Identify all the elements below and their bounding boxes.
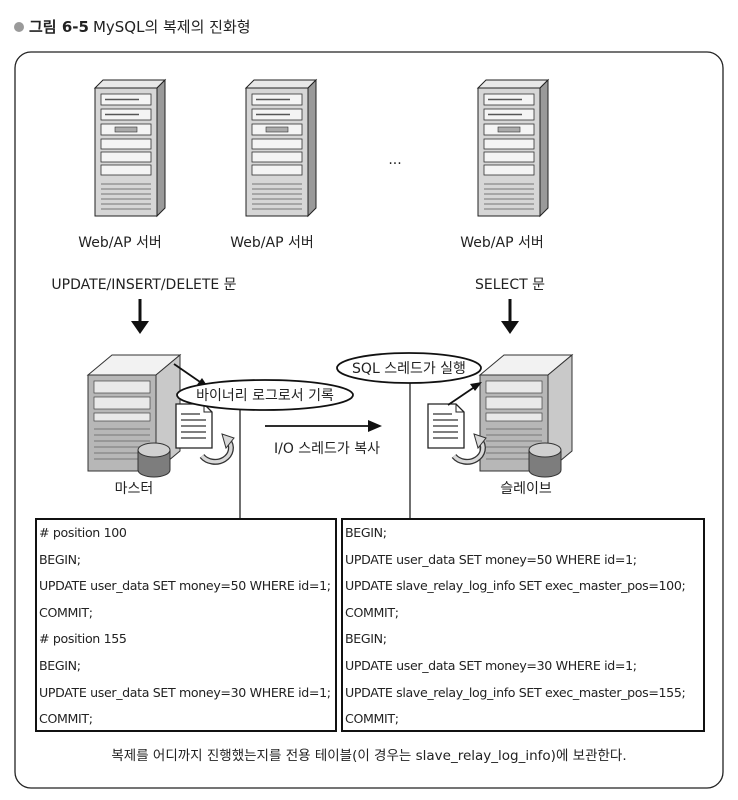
log-line: # position 155 xyxy=(39,631,127,647)
server-label: Web/AP 서버 xyxy=(78,235,161,251)
figure-caption: 복제를 어디까지 진행했는지를 전용 테이블(이 경우는 slave_relay… xyxy=(111,748,627,764)
slave-label: 슬레이브 xyxy=(500,481,552,497)
down-arrow-icon xyxy=(501,299,519,334)
log-line: UPDATE user_data SET money=50 WHERE id=1… xyxy=(345,551,637,567)
log-line: UPDATE slave_relay_log_info SET exec_mas… xyxy=(345,684,686,700)
binlog-bubble xyxy=(176,379,354,411)
log-line: COMMIT; xyxy=(345,604,399,620)
log-line: COMMIT; xyxy=(39,711,93,727)
server-icon xyxy=(477,79,549,217)
server-icon xyxy=(245,79,317,217)
outer-frame xyxy=(14,51,724,789)
server-label: Web/AP 서버 xyxy=(230,235,313,251)
sql-thread-bubble xyxy=(336,352,482,384)
log-line: BEGIN; xyxy=(39,551,81,567)
right-query-label: SELECT 문 xyxy=(475,277,545,293)
log-line: COMMIT; xyxy=(39,604,93,620)
log-line: UPDATE slave_relay_log_info SET exec_mas… xyxy=(345,578,686,594)
database-icon xyxy=(137,442,171,478)
bullet-dot-icon xyxy=(14,22,24,32)
server-icon xyxy=(94,79,166,217)
server-label: Web/AP 서버 xyxy=(460,235,543,251)
log-line: UPDATE user_data SET money=30 WHERE id=1… xyxy=(39,684,331,700)
log-line: COMMIT; xyxy=(345,711,399,727)
figure-title-text: MySQL의 복제의 진화형 xyxy=(92,18,251,36)
down-arrow-icon xyxy=(131,299,149,334)
ellipsis: ... xyxy=(388,152,401,168)
document-icon xyxy=(428,404,486,462)
slave-relaylog-box: BEGIN; UPDATE user_data SET money=50 WHE… xyxy=(341,518,705,732)
binlog-label: 바이너리 로그로서 기록 xyxy=(196,388,334,404)
log-line: UPDATE user_data SET money=50 WHERE id=1… xyxy=(39,578,331,594)
log-line: UPDATE user_data SET money=30 WHERE id=1… xyxy=(345,657,637,673)
log-line: # position 100 xyxy=(39,525,127,540)
log-line: BEGIN; xyxy=(345,525,387,540)
sql-arrow-icon xyxy=(447,382,482,406)
log-line: BEGIN; xyxy=(39,657,81,673)
document-icon xyxy=(176,404,234,462)
figure-number: 그림 6-5 xyxy=(29,18,89,36)
master-binlog-box: # position 100 BEGIN; UPDATE user_data S… xyxy=(35,518,337,732)
sql-thread-label: SQL 스레드가 실행 xyxy=(352,361,466,377)
database-icon xyxy=(528,442,562,478)
io-copy-arrow-icon xyxy=(265,420,382,432)
log-line: BEGIN; xyxy=(345,631,387,647)
master-label: 마스터 xyxy=(115,481,154,497)
io-thread-label: I/O 스레드가 복사 xyxy=(274,441,380,457)
left-query-label: UPDATE/INSERT/DELETE 문 xyxy=(51,277,236,293)
